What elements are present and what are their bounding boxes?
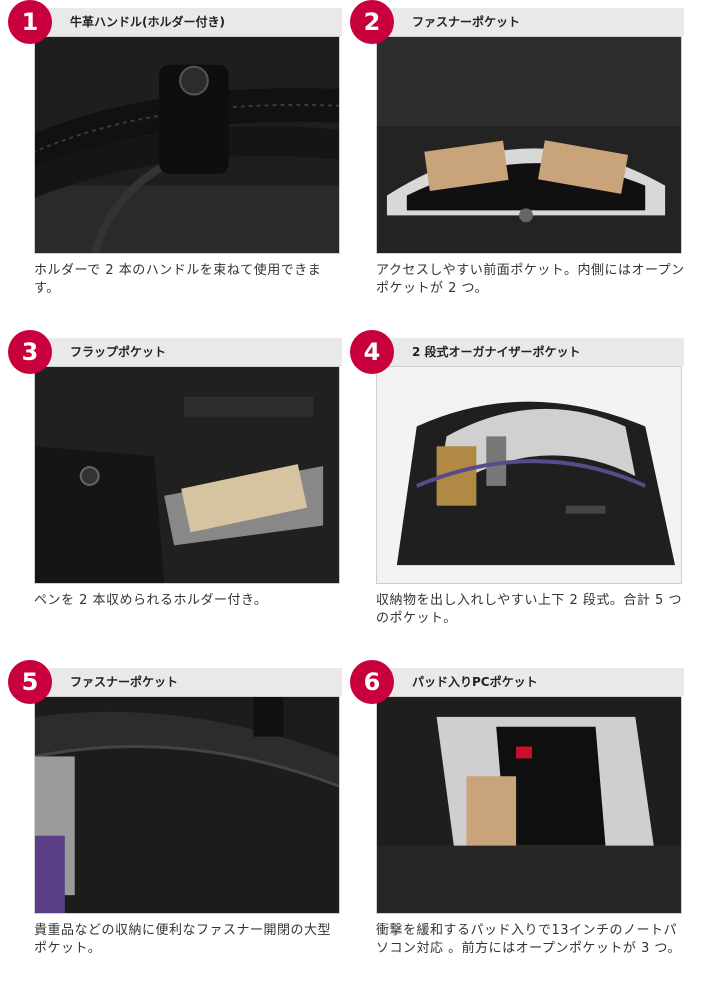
feature-photo-organizer-pocket <box>376 366 682 584</box>
feature-title: ファスナーポケット <box>412 15 521 29</box>
feature-header: フラップポケット <box>14 338 342 366</box>
feature-title: 2 段式オーガナイザーポケット <box>412 345 581 359</box>
feature-number-badge: 6 <box>350 660 394 704</box>
feature-card-5: ファスナーポケット 5 貴重品などの収納に便利なファスナー開閉の大型ポケット。 <box>0 660 342 980</box>
feature-caption: アクセスしやすい前面ポケット。内側にはオープンポケットが 2 つ。 <box>376 263 685 296</box>
feature-number-badge: 2 <box>350 0 394 44</box>
feature-card-4: 2 段式オーガナイザーポケット 4 収納物を出し入れしやすい上下 2 段式。合計… <box>342 330 684 650</box>
feature-title: フラップポケット <box>70 345 167 359</box>
feature-header: パッド入りPCポケット <box>356 668 684 696</box>
feature-card-1: 牛革ハンドル(ホルダー付き) 1 ホルダーで 2 本のハンドルを束ねて使用できま… <box>0 0 342 320</box>
feature-card-3: フラップポケット 3 ペンを 2 本収められるホルダー付き。 <box>0 330 342 650</box>
feature-photo-handle <box>34 36 340 254</box>
feature-header: 牛革ハンドル(ホルダー付き) <box>14 8 342 36</box>
feature-header: ファスナーポケット <box>356 8 684 36</box>
feature-number-badge: 4 <box>350 330 394 374</box>
feature-number-badge: 1 <box>8 0 52 44</box>
feature-title: ファスナーポケット <box>70 675 179 689</box>
feature-photo-flap-pocket <box>34 366 340 584</box>
feature-caption: 貴重品などの収納に便利なファスナー開閉の大型ポケット。 <box>34 923 332 956</box>
feature-header: ファスナーポケット <box>14 668 342 696</box>
feature-header: 2 段式オーガナイザーポケット <box>356 338 684 366</box>
feature-caption: ペンを 2 本収められるホルダー付き。 <box>34 593 268 608</box>
feature-photo-pc-pocket <box>376 696 682 914</box>
feature-caption: 収納物を出し入れしやすい上下 2 段式。合計 5 つのポケット。 <box>376 593 682 626</box>
feature-caption: 衝撃を緩和するパッド入りで13インチのノートパソコン対応 。前方にはオープンポケ… <box>376 923 681 956</box>
feature-card-2: ファスナーポケット 2 アクセスしやすい前面ポケット。内側にはオープンポケットが… <box>342 0 684 320</box>
feature-number-badge: 3 <box>8 330 52 374</box>
feature-caption: ホルダーで 2 本のハンドルを束ねて使用できます。 <box>34 263 322 296</box>
feature-title: 牛革ハンドル(ホルダー付き) <box>70 15 225 29</box>
feature-card-6: パッド入りPCポケット 6 衝撃を緩和するパッド入りで13インチのノートパソコン… <box>342 660 684 980</box>
feature-photo-front-pocket <box>376 36 682 254</box>
feature-title: パッド入りPCポケット <box>412 675 538 689</box>
feature-number-badge: 5 <box>8 660 52 704</box>
feature-photo-zip-pocket <box>34 696 340 914</box>
